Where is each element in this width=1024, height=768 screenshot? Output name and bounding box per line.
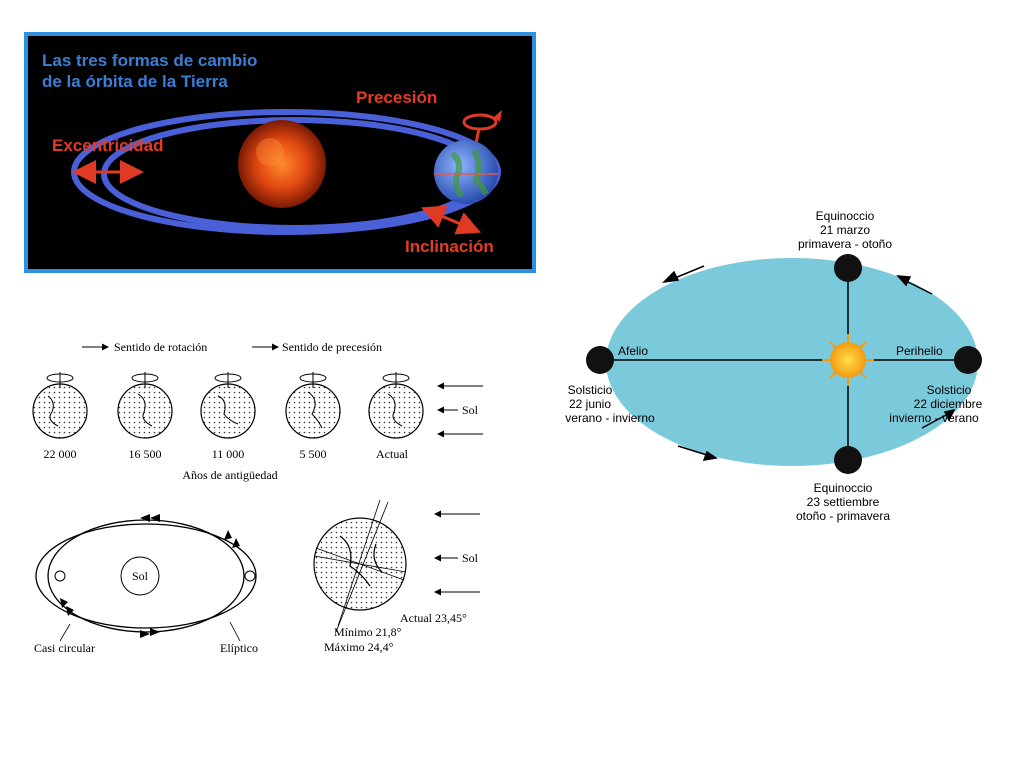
sun-icon (822, 334, 874, 386)
orbit-direction-arrows (60, 514, 240, 638)
label-inclination: Inclinación (405, 237, 494, 256)
caption: Años de antigüedad (182, 468, 277, 482)
right-label-line2: 22 diciembre (914, 397, 983, 411)
orbit-elliptic (35, 523, 257, 629)
panel-title-line2: de la órbita de la Tierra (42, 72, 228, 91)
precession-earth-icon (200, 372, 256, 439)
precession-earth-icon (285, 372, 341, 439)
tilted-earth-icon (313, 499, 407, 633)
sol-label: Sol (132, 569, 149, 583)
top-label-line2: 21 marzo (820, 223, 870, 237)
left-name: Afelio (618, 344, 648, 358)
earth-position (244, 570, 256, 582)
earth-label: 16 500 (129, 447, 162, 461)
bottom-label-line2: 23 settiembre (807, 495, 880, 509)
sol-label-right: Sol (462, 551, 479, 565)
earth-label: 11 000 (212, 447, 245, 461)
label-precession: Precesión (356, 88, 437, 107)
legend-precession: Sentido de precesión (282, 340, 382, 354)
label-circular: Casi circular (34, 641, 95, 655)
seasons-panel: Equinoccio 21 marzo primavera - otoño Af… (565, 209, 983, 523)
rotation-arrow-icon (462, 110, 502, 145)
precession-earth-icon (117, 372, 173, 439)
sol-label: Sol (462, 403, 479, 417)
left-label-line3: verano - invierno (565, 411, 655, 425)
orbit-direction-arrows (661, 265, 956, 461)
earth-label: 5 500 (300, 447, 327, 461)
top-label-line3: primavera - otoño (798, 237, 892, 251)
label-elliptic: Elíptico (220, 641, 258, 655)
double-arrow-icon (420, 205, 482, 235)
earth-icon (434, 140, 498, 204)
orbit-ellipse (606, 258, 978, 466)
right-label-line1: Solsticio (927, 383, 972, 397)
sun-icon (238, 120, 326, 208)
tilt-min: Mínimo 21,8° (334, 625, 402, 639)
leader-line (229, 621, 241, 642)
bottom-label-line3: otoño - primavera (796, 509, 890, 523)
earth-icon (834, 254, 862, 282)
earth-label: Actual (376, 447, 409, 461)
earth-position (54, 570, 66, 582)
tilt-max: Máximo 24,4° (324, 640, 394, 654)
eccentricity-panel: Sol Casi circular Elíptico Sol Actual 23… (34, 499, 480, 655)
right-label-line3: invierno - verano (889, 411, 979, 425)
bottom-label-line1: Equinoccio (814, 481, 873, 495)
earth-icon (586, 346, 614, 374)
label-eccentricity: Excentricidad (52, 136, 164, 155)
right-name: Perihelio (896, 344, 943, 358)
earth-label: 22 000 (44, 447, 77, 461)
top-label-line1: Equinoccio (816, 209, 875, 223)
legend-rotation: Sentido de rotación (114, 340, 207, 354)
precession-earth-icon (32, 372, 88, 439)
orbit-changes-panel: Las tres formas de cambio de la órbita d… (24, 32, 536, 273)
earth-icon (954, 346, 982, 374)
precession-panel: Sentido de rotación Sentido de precesión… (32, 340, 483, 482)
earth-icon (834, 446, 862, 474)
leader-line (59, 623, 71, 642)
precession-earth-icon (368, 372, 424, 439)
panel-title-line1: Las tres formas de cambio (42, 51, 257, 70)
tilt-current: Actual 23,45° (400, 611, 467, 625)
left-label-line2: 22 junio (569, 397, 611, 411)
sun-icon (120, 556, 160, 596)
left-label-line1: Solsticio (568, 383, 613, 397)
